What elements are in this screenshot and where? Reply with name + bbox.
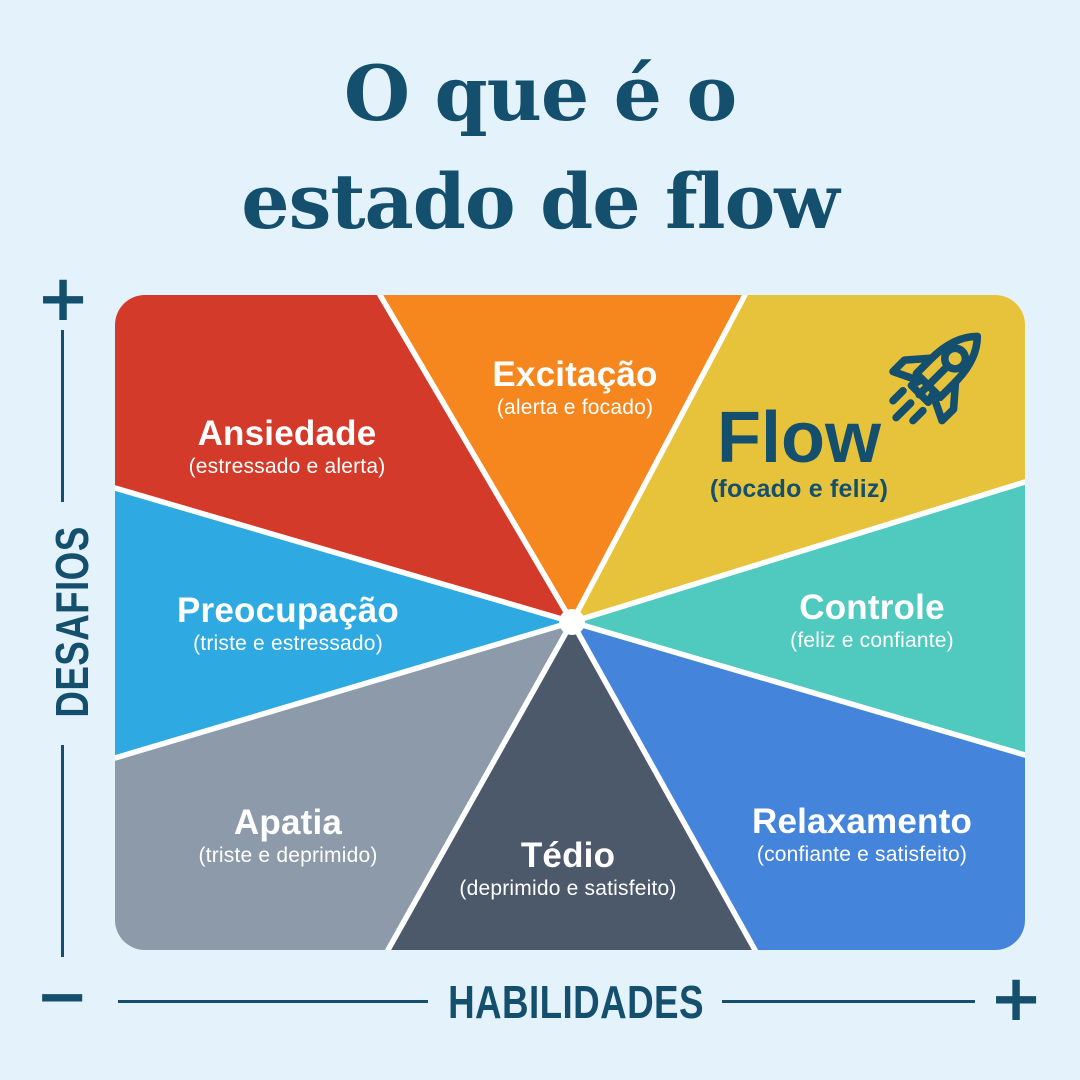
axis-minus-symbol: − [35,960,89,1034]
segment-preocupacao-shape [115,488,572,758]
page-title-line2: estado de flow [241,157,839,246]
segment-controle-shape [572,482,1025,755]
segment-ansiedade-shape [115,295,572,622]
segment-dividers [115,295,1025,950]
segment-subtitle: (focado e feliz) [709,475,889,503]
segment-title: Relaxamento [751,802,973,841]
segment-subtitle: (estressado e alerta) [188,455,386,478]
segment-label-ansiedade: Ansiedade (estressado e alerta) [189,414,386,480]
page-title: O que é o estado de flow [0,40,1080,256]
segment-relaxamento-shape [572,622,1025,950]
segment-subtitle: (confiante e satisfeito) [756,843,968,866]
y-axis-plus-symbol: + [36,262,90,336]
rocket-icon [889,332,982,425]
y-axis-label: DESAFIOS [46,526,98,718]
segment-excitacao-shape [380,295,745,622]
segment-subtitle: (feliz e confiante) [790,629,954,652]
center-hub-dot [559,609,585,635]
segment-apatia-shape [115,622,572,950]
y-axis-line-lower [61,745,64,957]
segment-label-relaxamento: Relaxamento (confiante e satisfeito) [752,802,972,868]
segment-label-preocupacao: Preocupação (triste e estressado) [177,591,399,657]
segment-title: Preocupação [176,591,400,630]
segment-label-controle: Controle (feliz e confiante) [790,588,954,654]
segment-tedio-shape [388,622,755,950]
x-axis-line-left [118,1000,428,1003]
segment-subtitle: (deprimido e satisfeito) [459,877,677,900]
segment-subtitle: (triste e estressado) [193,632,383,655]
x-axis-label: HABILIDADES [448,976,704,1028]
segment-title: Tédio [520,836,616,875]
segment-title: Controle [799,588,945,627]
segment-subtitle: (alerta e focado) [496,396,654,419]
segment-label-tedio: Tédio (deprimido e satisfeito) [459,836,676,902]
segment-title: Apatia [233,803,343,842]
y-axis-line-upper [61,330,64,502]
segment-subtitle: (triste e deprimido) [198,844,378,867]
x-axis-line-right [722,1000,975,1003]
segment-label-apatia: Apatia (triste e deprimido) [198,803,377,869]
segment-title: Excitação [492,355,658,394]
segment-title: Ansiedade [197,414,377,453]
x-axis-plus-symbol: + [989,962,1043,1036]
segment-label-excitacao: Excitação (alerta e focado) [492,355,657,421]
page-title-line1: O que é o [343,49,737,138]
segment-label-flow: Flow (focado e feliz) [709,398,889,507]
segment-title: Flow [717,398,881,478]
